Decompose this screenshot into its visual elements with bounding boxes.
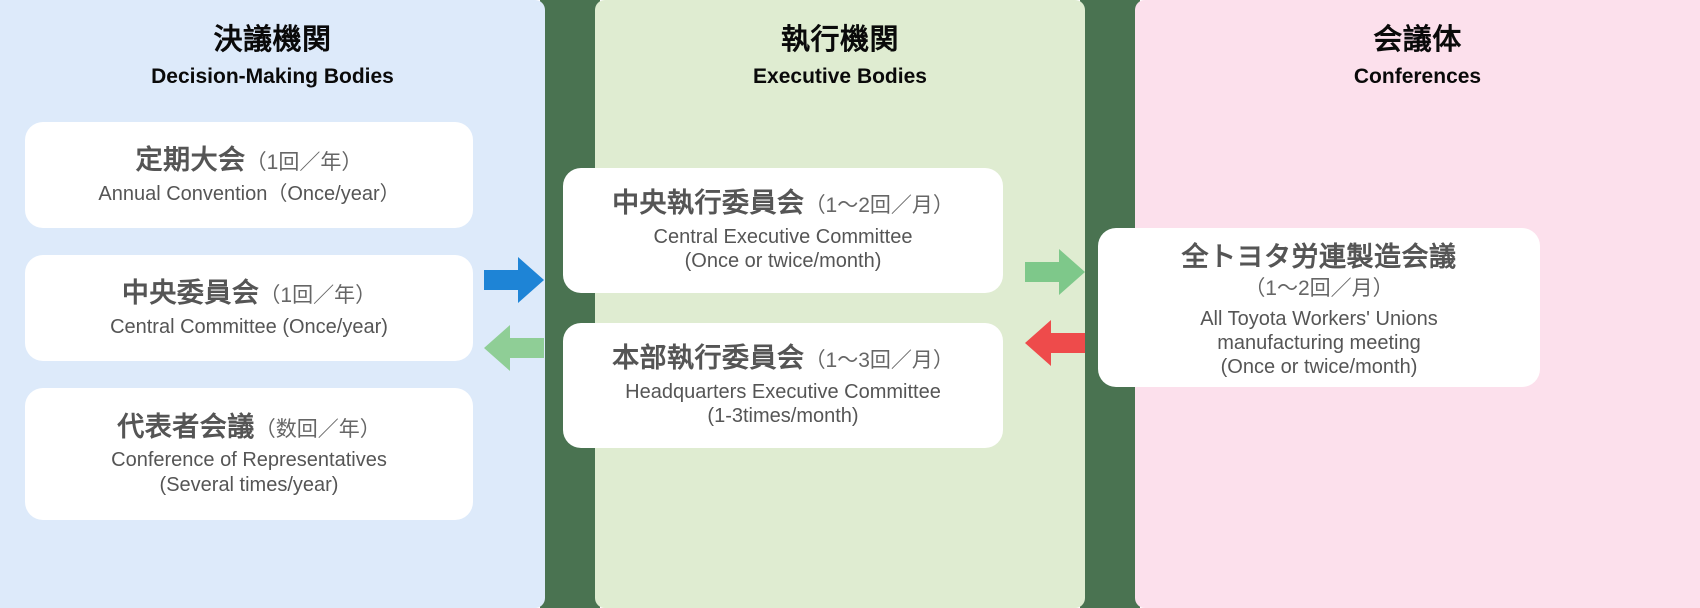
card-all-toyota-manufacturing-meeting-en-line2: manufacturing meeting (1217, 331, 1421, 354)
column-header-decision-en: Decision-Making Bodies (151, 65, 394, 89)
card-headquarters-executive-committee-en-line1: Headquarters Executive Committee (625, 380, 941, 403)
column-header-conferences-jp: 会議体 (1373, 24, 1462, 56)
column-header-executive-en: Executive Bodies (753, 65, 927, 89)
column-decision-making-bodies: 決議機関 Decision-Making Bodies 定期大会（1回／年） A… (0, 0, 545, 608)
column-header-decision-jp: 決議機関 (213, 24, 332, 56)
card-all-toyota-manufacturing-meeting-jp-freq: （1〜2回／月） (1244, 277, 1394, 301)
card-conference-of-representatives-jp-freq: （数回／年） (254, 417, 381, 441)
card-all-toyota-manufacturing-meeting[interactable]: 全トヨタ労連製造会議 （1〜2回／月） All Toyota Workers' … (1098, 228, 1540, 387)
card-conference-of-representatives-jp-name: 代表者会議 (117, 411, 255, 442)
card-headquarters-executive-committee-title: 本部執行委員会（1〜3回／月） (612, 342, 954, 376)
card-annual-convention-en: Annual Convention（Once/year） (98, 182, 400, 205)
card-central-executive-committee-jp-freq: （1〜2回／月） (804, 194, 954, 218)
card-annual-convention-jp-freq: （1回／年） (245, 150, 363, 174)
card-headquarters-executive-committee[interactable]: 本部執行委員会（1〜3回／月） Headquarters Executive C… (563, 323, 1003, 448)
column-header-executive-jp: 執行機関 (780, 24, 899, 56)
card-conference-of-representatives-title: 代表者会議（数回／年） (117, 411, 381, 445)
column-header-decision: 決議機関 Decision-Making Bodies (0, 22, 545, 92)
card-conference-of-representatives-en-line1: Conference of Representatives (111, 449, 387, 472)
card-headquarters-executive-committee-jp-freq: （1〜3回／月） (804, 349, 954, 373)
column-executive-bodies: 執行機関 Executive Bodies (595, 0, 1085, 608)
card-central-executive-committee-jp-name: 中央執行委員会 (612, 188, 805, 219)
card-central-committee[interactable]: 中央委員会（1回／年） Central Committee (Once/year… (25, 255, 473, 361)
card-central-executive-committee[interactable]: 中央執行委員会（1〜2回／月） Central Executive Commit… (563, 168, 1003, 293)
card-all-toyota-manufacturing-meeting-en-line1: All Toyota Workers' Unions (1200, 307, 1438, 330)
arrow-right-icon-decision-to-executive (484, 255, 544, 305)
card-central-committee-jp-freq: （1回／年） (259, 283, 377, 307)
column-header-conferences-en: Conferences (1353, 65, 1482, 89)
column-header-conferences: 会議体 Conferences (1135, 22, 1700, 92)
card-headquarters-executive-committee-en-line2: (1-3times/month) (707, 405, 859, 428)
card-central-committee-jp-name: 中央委員会 (121, 277, 260, 308)
arrow-right-icon-executive-to-conference (1025, 247, 1085, 297)
card-annual-convention-title: 定期大会（1回／年） (136, 144, 363, 178)
card-conference-of-representatives-en-line2: (Several times/year) (159, 473, 339, 496)
card-central-executive-committee-en-line2: (Once or twice/month) (684, 250, 882, 273)
card-annual-convention-jp-name: 定期大会 (135, 144, 246, 175)
card-central-executive-committee-title: 中央執行委員会（1〜2回／月） (612, 187, 954, 221)
arrow-left-icon-conference-to-executive (1025, 318, 1085, 368)
column-header-executive: 執行機関 Executive Bodies (595, 22, 1085, 92)
card-central-committee-en: Central Committee (Once/year) (110, 315, 388, 338)
arrow-left-icon-executive-to-decision (484, 323, 544, 373)
card-annual-convention[interactable]: 定期大会（1回／年） Annual Convention（Once/year） (25, 122, 473, 228)
card-central-committee-title: 中央委員会（1回／年） (122, 277, 376, 311)
card-central-executive-committee-en-line1: Central Executive Committee (653, 225, 913, 248)
card-conference-of-representatives[interactable]: 代表者会議（数回／年） Conference of Representative… (25, 388, 473, 520)
connector-bar-left (540, 0, 600, 608)
card-all-toyota-manufacturing-meeting-jp-name: 全トヨタ労連製造会議 (1181, 242, 1457, 273)
card-all-toyota-manufacturing-meeting-en-line3: (Once or twice/month) (1220, 356, 1418, 379)
card-headquarters-executive-committee-jp-name: 本部執行委員会 (612, 343, 805, 374)
